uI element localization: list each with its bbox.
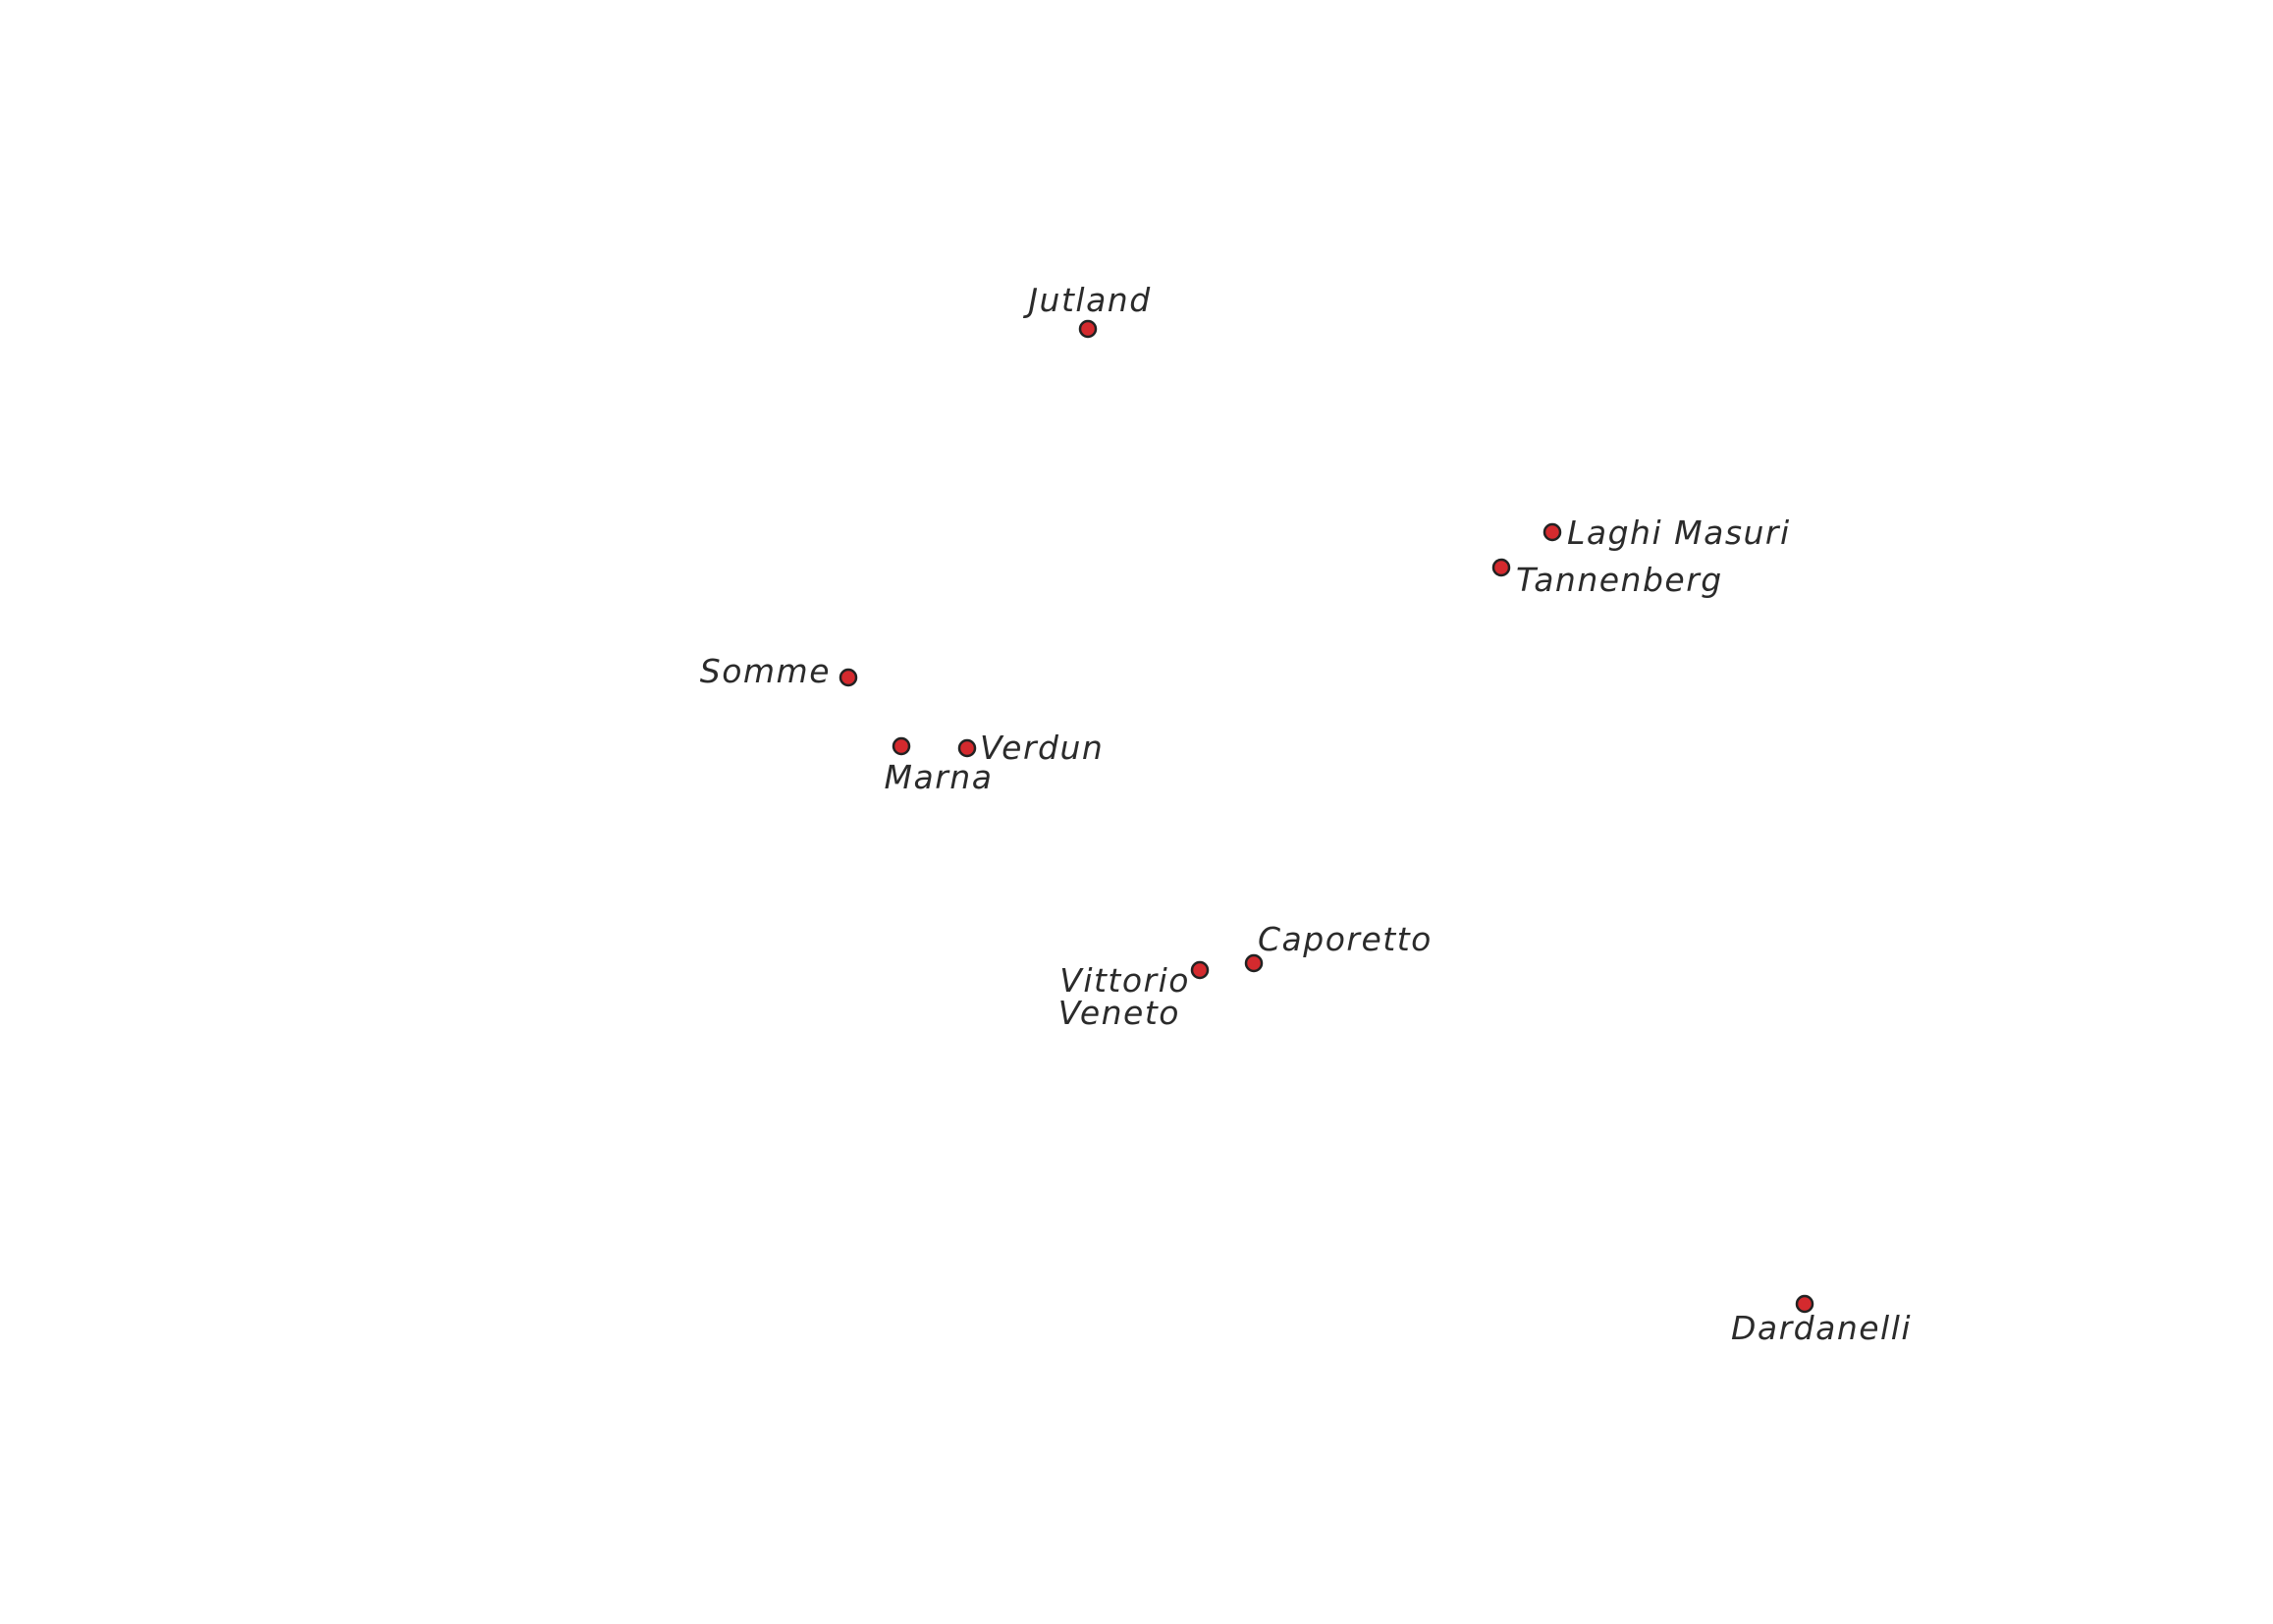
place-label-dardanelli: Dardanelli [1731, 1309, 1912, 1347]
place-somme: Somme [700, 652, 858, 690]
place-label-tannenberg: Tannenberg [1516, 561, 1723, 599]
place-label-caporetto: Caporetto [1258, 920, 1433, 958]
place-label-jutland: Jutland [1022, 281, 1151, 319]
place-laghi-masuri: Laghi Masuri [1542, 514, 1791, 552]
place-marna: Marna [885, 736, 994, 796]
place-label-marna: Marna [885, 758, 994, 796]
place-marker-jutland [1078, 319, 1098, 339]
place-marker-dardanelli [1795, 1294, 1814, 1314]
place-label-vittorio-veneto-line-2: Veneto [1058, 994, 1180, 1032]
place-label-laghi-masuri: Laghi Masuri [1567, 514, 1791, 552]
place-label-somme: Somme [700, 652, 831, 690]
place-marker-caporetto [1244, 953, 1264, 973]
place-label-verdun: Verdun [980, 729, 1104, 767]
place-dardanelli: Dardanelli [1731, 1294, 1912, 1347]
place-marker-marna [892, 736, 911, 756]
place-label-vittorio-veneto-line-1: Vittorio [1059, 961, 1190, 1000]
place-jutland: Jutland [1022, 281, 1151, 339]
place-marker-laghi-masuri [1542, 522, 1562, 542]
place-tannenberg: Tannenberg [1491, 558, 1723, 599]
place-marker-tannenberg [1491, 558, 1511, 577]
place-marker-verdun [957, 738, 977, 758]
place-marker-somme [839, 668, 858, 687]
place-marker-vittorio-veneto [1190, 960, 1210, 980]
place-caporetto: Caporetto [1244, 920, 1433, 973]
place-verdun: Verdun [957, 729, 1104, 767]
